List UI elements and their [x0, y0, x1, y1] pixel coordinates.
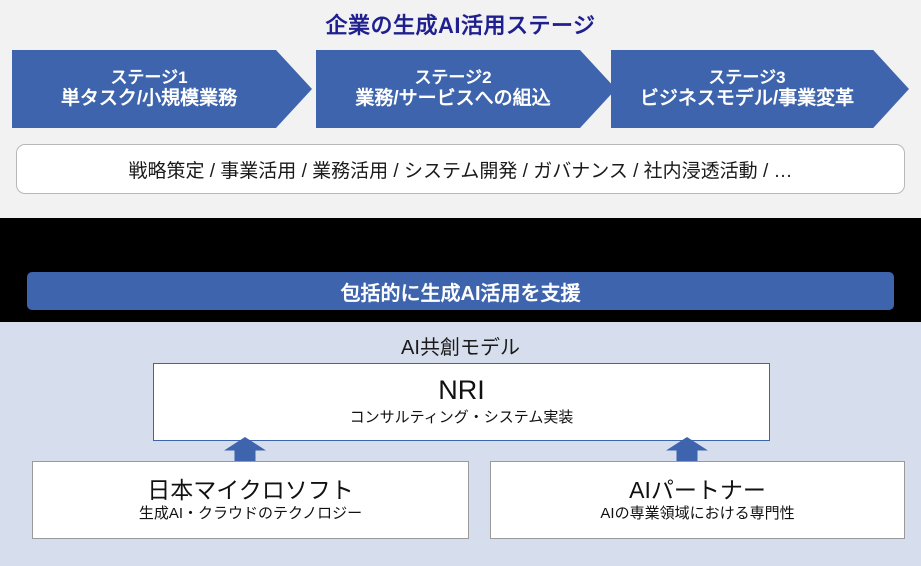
capability-list-box: 戦略策定 / 事業活用 / 業務活用 / システム開発 / ガバナンス / 社内…: [16, 144, 905, 194]
partner-box-microsoft: 日本マイクロソフト 生成AI・クラウドのテクノロジー: [32, 461, 469, 539]
support-banner-text: 包括的に生成AI活用を支援: [340, 282, 581, 305]
co-creation-model-label: AI共創モデル: [401, 337, 520, 359]
stage-2-description: 業務/サービスへの組込: [355, 87, 551, 109]
partner-ai-title: AIパートナー: [629, 476, 766, 503]
stage-3-description: ビジネスモデル/事業変革: [639, 87, 855, 109]
stage-1-label: ステージ1: [110, 67, 188, 87]
nri-subtitle: コンサルティング・システム実装: [349, 409, 574, 427]
partner-box-ai-partner: AIパートナー AIの専業領域における専門性: [490, 461, 905, 539]
nri-box: NRI コンサルティング・システム実装: [153, 363, 770, 441]
stage-3-label: ステージ3: [708, 67, 786, 87]
partner-microsoft-title: 日本マイクロソフト: [147, 476, 354, 503]
partner-microsoft-subtitle: 生成AI・クラウドのテクノロジー: [138, 504, 363, 522]
stage-section-title: 企業の生成AI活用ステージ: [325, 13, 596, 38]
stage-chevron-1: ステージ1 単タスク/小規模業務: [12, 50, 312, 128]
stage-chevron-3: ステージ3 ビジネスモデル/事業変革: [611, 50, 909, 128]
support-banner: 包括的に生成AI活用を支援: [27, 272, 894, 310]
stage-chevron-2: ステージ2 業務/サービスへの組込: [316, 50, 616, 128]
stage-2-label: ステージ2: [414, 67, 492, 87]
partner-ai-subtitle: AIの専業領域における専門性: [600, 504, 795, 522]
stage-1-description: 単タスク/小規模業務: [60, 87, 238, 109]
capability-list-text: 戦略策定 / 事業活用 / 業務活用 / システム開発 / ガバナンス / 社内…: [128, 160, 793, 182]
nri-title: NRI: [438, 375, 485, 406]
